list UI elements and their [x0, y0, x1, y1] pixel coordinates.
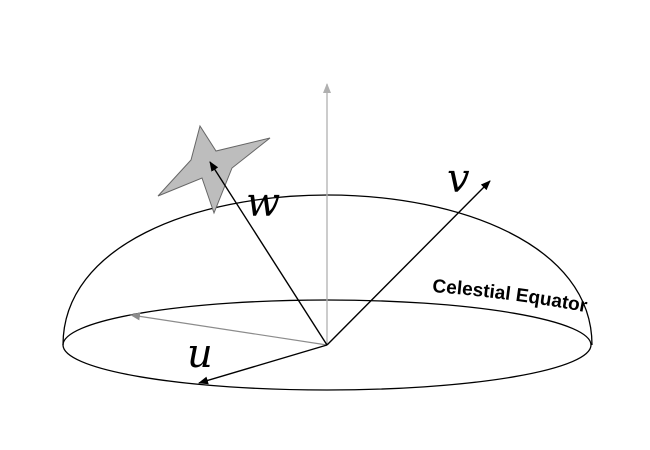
- vector-w-label: w: [246, 180, 280, 226]
- vector-v-arrow: [326, 180, 491, 346]
- equatorial-gray-arrow: [130, 312, 328, 346]
- vector-w-arrow: [209, 161, 328, 346]
- vector-u-arrow: [198, 344, 328, 385]
- vector-v-label: v: [447, 156, 470, 202]
- celestial-equator-label-path: Celestial Equator: [432, 276, 590, 317]
- celestial-equator-label: Celestial Equator: [432, 276, 590, 317]
- vector-u-label: u: [187, 331, 213, 377]
